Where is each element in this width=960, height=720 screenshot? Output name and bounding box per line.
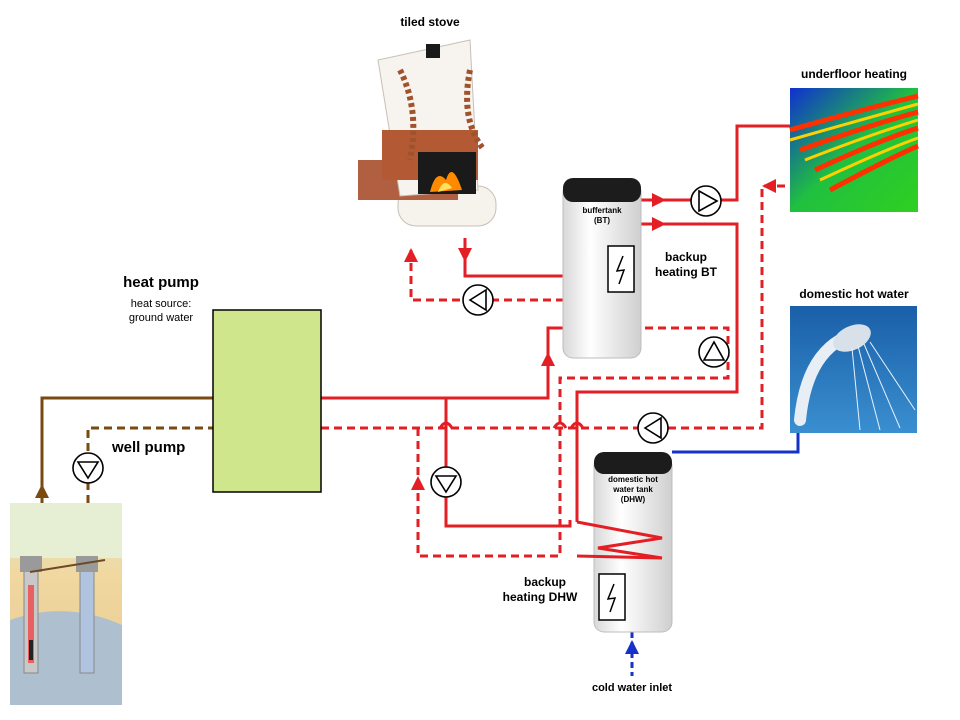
dhw-pump-icon bbox=[430, 466, 462, 498]
dhw-tank-abbr: (DHW) bbox=[621, 495, 646, 504]
circulation-pumps bbox=[72, 185, 730, 498]
domestic-hot-water-label: domestic hot water bbox=[799, 287, 909, 301]
ground-water-supply-pipe bbox=[40, 396, 213, 503]
flow-arrow-up bbox=[625, 640, 639, 654]
dhw-tank-label: domestic hot bbox=[608, 475, 658, 484]
backup-bt-label-2: heating BT bbox=[655, 265, 718, 279]
bt-heating-element-icon bbox=[607, 245, 635, 293]
dhw-tank-label-2: water tank bbox=[612, 485, 653, 494]
underfloor-heating-image bbox=[789, 88, 919, 212]
well-pump-icon bbox=[72, 452, 104, 484]
dhw-heat-exchanger-coil bbox=[576, 520, 663, 560]
flow-arrows bbox=[404, 179, 776, 490]
flow-arrow-up bbox=[541, 352, 555, 366]
flow-arrow-right bbox=[652, 193, 666, 207]
ground-water-wells-image bbox=[10, 503, 122, 720]
flow-arrow-left bbox=[762, 179, 776, 193]
underfloor-pump-icon bbox=[690, 185, 722, 217]
flow-arrow-up bbox=[404, 248, 418, 262]
flow-arrow-up bbox=[411, 476, 425, 490]
well-pump-label: well pump bbox=[111, 439, 185, 456]
dhw-heating-element-icon bbox=[598, 573, 626, 621]
tiled-stove-label: tiled stove bbox=[400, 15, 460, 29]
heat-pump-to-buffer-pipe bbox=[321, 368, 550, 400]
flow-arrow-up bbox=[35, 484, 49, 498]
buffertank-abbr: (BT) bbox=[594, 216, 610, 225]
ground-water-return-pipe bbox=[86, 426, 213, 503]
heat-pump-box bbox=[212, 309, 322, 493]
underfloor-heating-label: underfloor heating bbox=[801, 67, 907, 81]
tiled-stove-image bbox=[358, 39, 497, 227]
heat-source-label: heat source: bbox=[131, 298, 192, 310]
flow-arrow-down bbox=[458, 248, 472, 262]
buffer-return-pump-icon bbox=[698, 336, 730, 368]
pipe-crossings bbox=[438, 421, 585, 429]
cold-water-inlet-label: cold water inlet bbox=[592, 682, 672, 694]
stove-pump-icon bbox=[462, 284, 494, 316]
heat-pump-label: heat pump bbox=[123, 274, 199, 291]
buffer-tank bbox=[562, 178, 642, 359]
buffertank-label: buffertank bbox=[582, 206, 622, 215]
flow-arrow-right bbox=[652, 217, 666, 231]
heat-source-value: ground water bbox=[129, 312, 194, 324]
backup-dhw-label-2: heating DHW bbox=[503, 590, 578, 604]
dhw-tank bbox=[576, 452, 673, 633]
shower-image bbox=[790, 306, 917, 433]
hot-water-pump-icon bbox=[637, 412, 669, 444]
backup-dhw-label: backup bbox=[524, 575, 566, 589]
backup-bt-label: backup bbox=[665, 250, 707, 264]
